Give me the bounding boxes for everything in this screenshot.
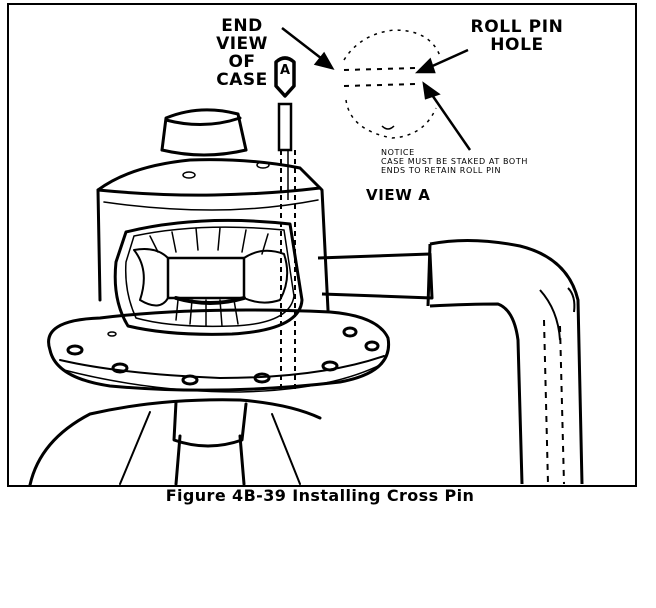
staking-notice: NOTICE CASE MUST BE STAKED AT BOTH ENDS … [381, 148, 528, 175]
figure-caption: Figure 4B-39 Installing Cross Pin [165, 486, 475, 505]
notice-line-2: ENDS TO RETAIN ROLL PIN [381, 166, 502, 175]
roll-pin-line-2: HOLE [490, 35, 544, 55]
roll-pin-line-1: ROLL PIN [470, 17, 564, 37]
view-a-inset [343, 29, 441, 139]
differential-case [28, 108, 391, 487]
notice-heading: NOTICE [381, 148, 415, 157]
end-view-line-1: END [221, 16, 263, 36]
callout-a-letter: A [279, 63, 291, 78]
view-a-label: VIEW A [366, 186, 431, 204]
drift-punch-tool [317, 238, 584, 485]
notice-line-1: CASE MUST BE STAKED AT BOTH [381, 157, 528, 166]
callout-a-marker [274, 56, 296, 98]
figure-frame [7, 3, 637, 487]
roll-pin-driver [277, 102, 296, 392]
end-view-of-case-label: END VIEW OF CASE [202, 18, 282, 90]
end-view-line-4: CASE [216, 70, 268, 90]
roll-pin-hole-label: ROLL PIN HOLE [462, 19, 572, 55]
end-view-line-3: OF [228, 52, 256, 72]
leader-arrows [281, 27, 472, 151]
end-view-line-2: VIEW [216, 34, 268, 54]
